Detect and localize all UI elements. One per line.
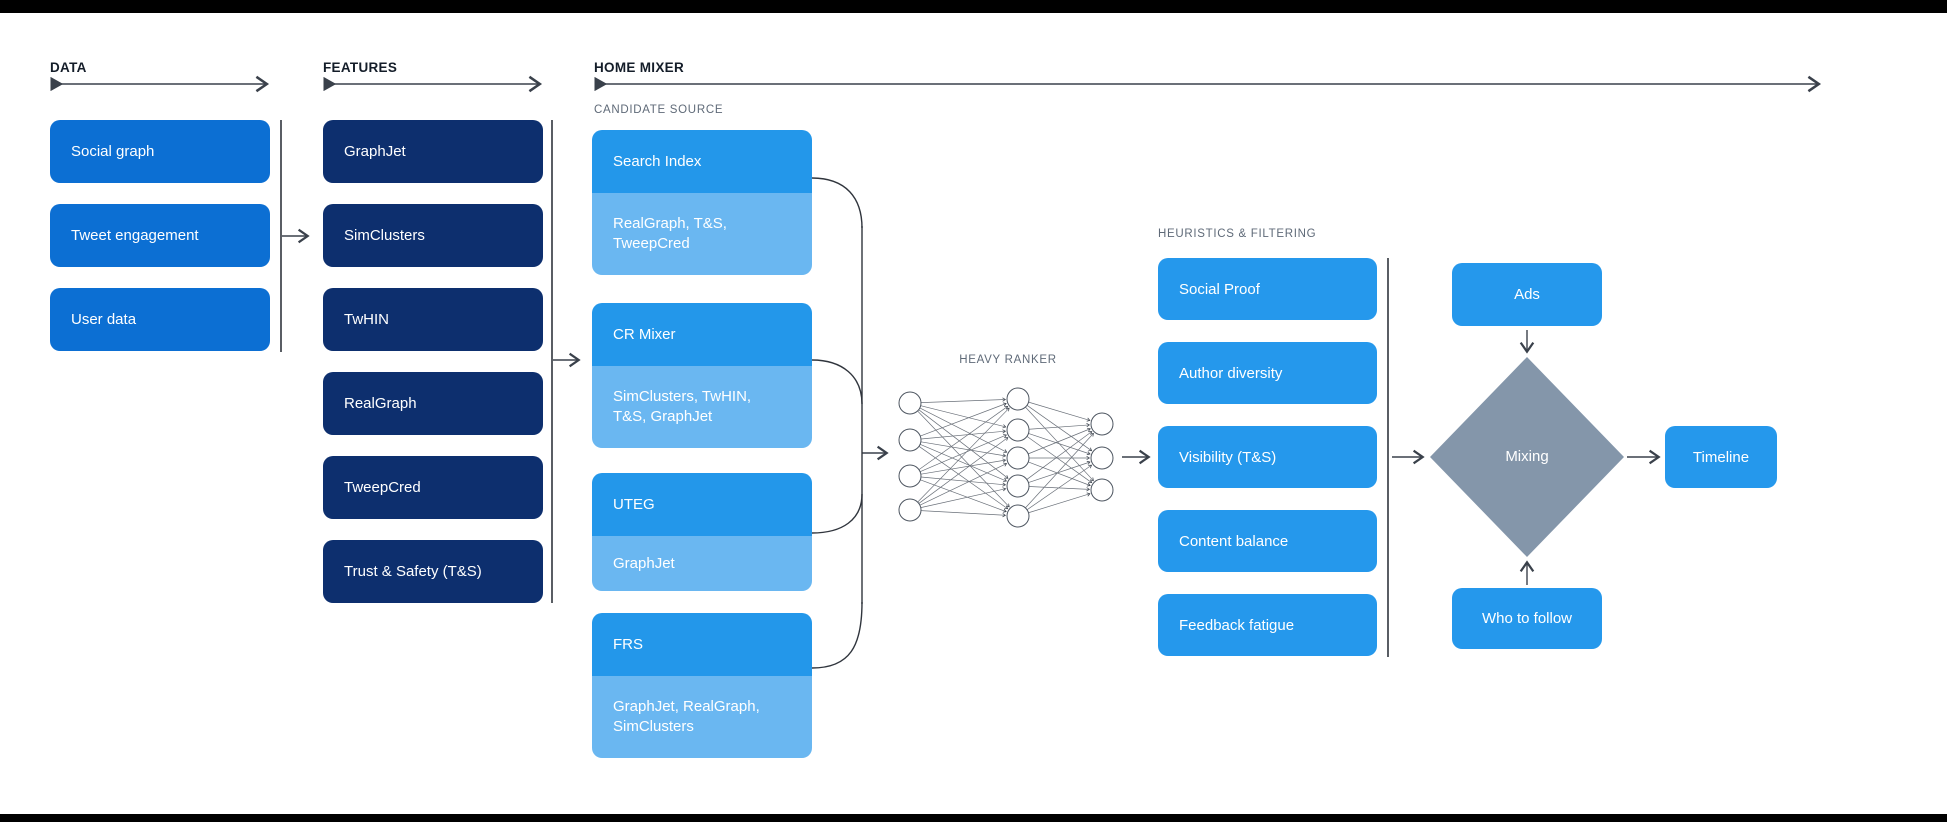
filter-item-visibility: Visibility (T&S) xyxy=(1158,426,1377,488)
filter-item-author-diversity: Author diversity xyxy=(1158,342,1377,404)
features-section-label: FEATURES xyxy=(323,60,398,75)
candidate-sources: GraphJet xyxy=(592,536,812,591)
top-black-bar xyxy=(0,0,1947,13)
who-to-follow-node: Who to follow xyxy=(1452,588,1602,649)
mixing-diamond xyxy=(1430,357,1624,557)
connector-frs xyxy=(811,601,863,669)
connector-cr-mixer xyxy=(811,359,863,405)
timeline-node: Timeline xyxy=(1665,426,1777,488)
candidate-sources: RealGraph, T&S, TweepCred xyxy=(592,193,812,275)
bottom-black-bar xyxy=(0,814,1947,822)
candidate-name: UTEG xyxy=(592,473,812,536)
candidate-name: CR Mixer xyxy=(592,303,812,366)
candidate-source-card-cr-mixer: CR Mixer SimClusters, TwHIN, T&S, GraphJ… xyxy=(592,303,812,448)
candidate-source-card-frs: FRS GraphJet, RealGraph, SimClusters xyxy=(592,613,812,758)
ads-node: Ads xyxy=(1452,263,1602,326)
heavy-ranker-label: HEAVY RANKER xyxy=(959,354,1057,366)
mixing-label: Mixing xyxy=(1505,448,1549,465)
feature-item-trust-safety: Trust & Safety (T&S) xyxy=(323,540,543,603)
filter-item-feedback-fatigue: Feedback fatigue xyxy=(1158,594,1377,656)
filter-item-content-balance: Content balance xyxy=(1158,510,1377,572)
candidate-sources: GraphJet, RealGraph, SimClusters xyxy=(592,676,812,758)
home-mixer-section-label: HOME MIXER xyxy=(594,60,685,75)
feature-item-graphjet: GraphJet xyxy=(323,120,543,183)
feature-item-simclusters: SimClusters xyxy=(323,204,543,267)
data-item-social-graph: Social graph xyxy=(50,120,270,183)
neural-network xyxy=(898,387,1114,528)
feature-item-tweepcred: TweepCred xyxy=(323,456,543,519)
candidate-sources: SimClusters, TwHIN, T&S, GraphJet xyxy=(592,366,812,448)
connector-uteg xyxy=(811,493,863,534)
candidate-name: Search Index xyxy=(592,130,812,193)
heuristics-filtering-label: HEURISTICS & FILTERING xyxy=(1158,228,1317,240)
data-item-user-data: User data xyxy=(50,288,270,351)
candidate-source-card-search-index: Search Index RealGraph, T&S, TweepCred xyxy=(592,130,812,275)
candidate-source-card-uteg: UTEG GraphJet xyxy=(592,473,812,591)
candidate-source-label: CANDIDATE SOURCE xyxy=(594,104,724,116)
data-item-tweet-engagement: Tweet engagement xyxy=(50,204,270,267)
data-section-label: DATA xyxy=(50,60,87,75)
candidate-name: FRS xyxy=(592,613,812,676)
connector-search-index xyxy=(811,177,863,229)
feature-item-realgraph: RealGraph xyxy=(323,372,543,435)
filter-item-social-proof: Social Proof xyxy=(1158,258,1377,320)
feature-item-twhin: TwHIN xyxy=(323,288,543,351)
